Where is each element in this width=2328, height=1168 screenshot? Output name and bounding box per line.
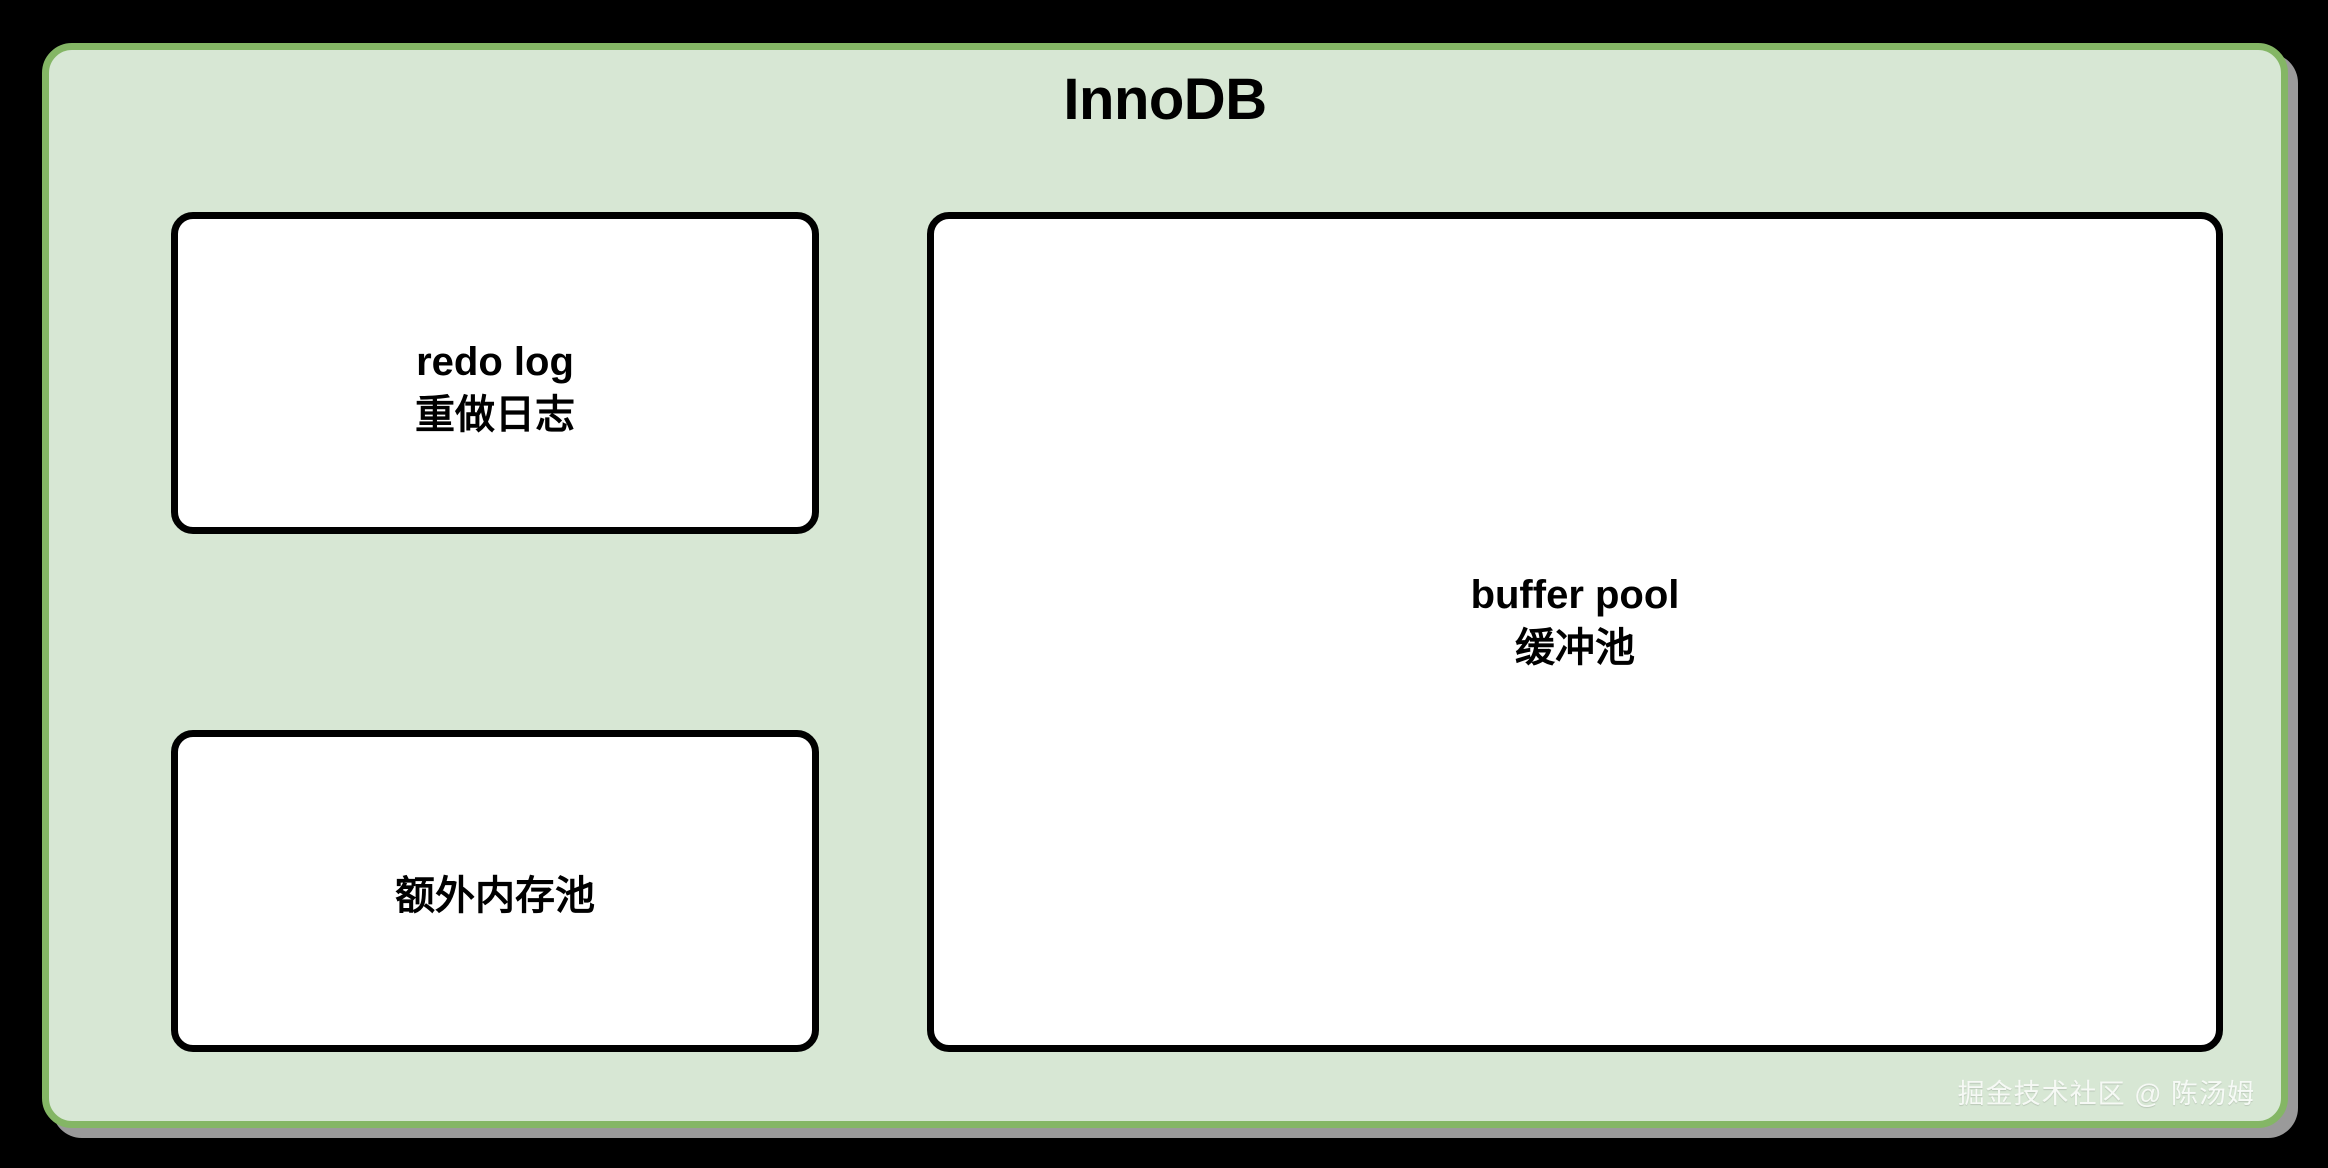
watermark: 掘金技术社区 @ 陈汤姆 bbox=[1957, 1079, 2255, 1109]
redo-log-label: redo log 重做日志 bbox=[415, 340, 575, 437]
buffer-pool-label: buffer pool 缓冲池 bbox=[1470, 573, 1680, 670]
redo-log-box: redo log 重做日志 bbox=[171, 212, 819, 534]
buffer-pool-box: buffer pool 缓冲池 bbox=[927, 212, 2223, 1052]
innodb-title: InnoDB bbox=[1063, 67, 1267, 132]
extra-memory-pool-box: 额外内存池 bbox=[171, 730, 819, 1052]
extra-memory-pool-label: 额外内存池 bbox=[395, 873, 595, 918]
innodb-container: InnoDB redo log 重做日志 额外内存池 buffer pool 缓… bbox=[42, 43, 2288, 1128]
